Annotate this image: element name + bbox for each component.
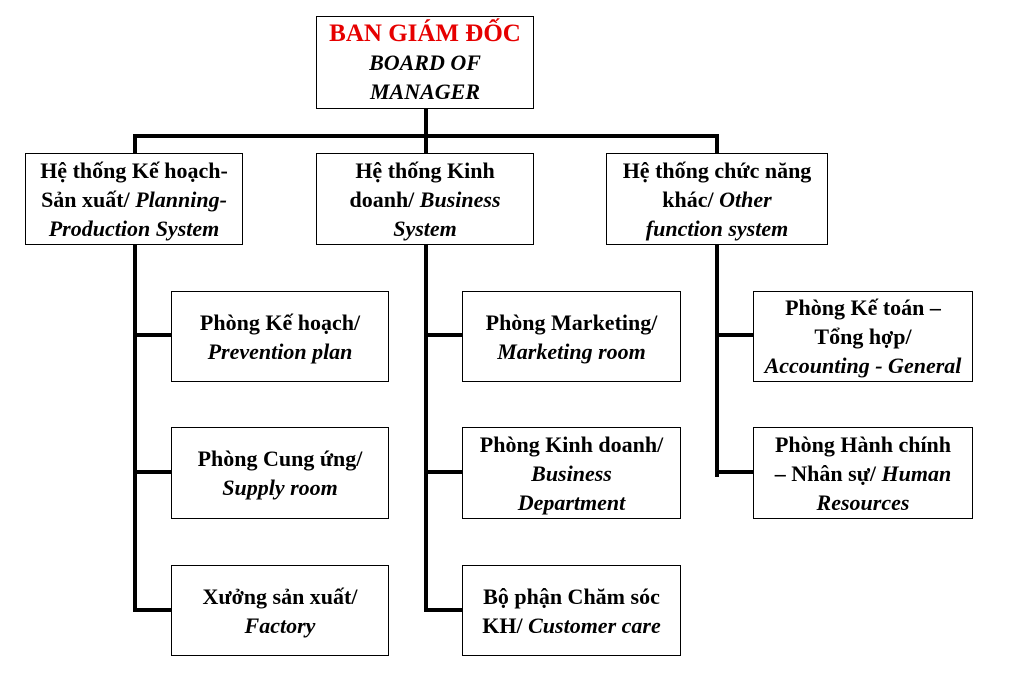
- system-label-line3: function system: [645, 215, 789, 241]
- board-of-manager-box: BAN GIÁM ĐỐC BOARD OF MANAGER: [316, 16, 534, 109]
- system-other-function-box: Hệ thống chức năng khác/ Other function …: [606, 153, 828, 245]
- system-label-line3: System: [393, 215, 457, 241]
- system-1-branch-1: [133, 333, 173, 337]
- dept-label-line2: Tổng hợp/: [814, 324, 912, 349]
- dept-label-line1: Phòng Marketing/: [485, 309, 658, 335]
- dept-label-line3: Department: [517, 489, 626, 515]
- system-3-branch-2: [715, 470, 755, 474]
- dept-factory-box: Xưởng sản xuất/ Factory: [171, 565, 389, 656]
- system-label-line1: Hệ thống Kinh: [355, 157, 495, 183]
- system-1-branch-2: [133, 470, 173, 474]
- system-3-branch-1: [715, 333, 755, 337]
- board-connector: [424, 108, 428, 138]
- system-label-line2-italic: Planning-: [135, 186, 227, 212]
- dept-business-box: Phòng Kinh doanh/ Business Department: [462, 427, 681, 519]
- system-2-branch-3: [424, 608, 464, 612]
- dept-planning-box: Phòng Kế hoạch/ Prevention plan: [171, 291, 389, 382]
- board-title-en-2: MANAGER: [369, 79, 481, 104]
- dept-supply-box: Phòng Cung ứng/ Supply room: [171, 427, 389, 519]
- dept-label-line2: Prevention plan: [207, 338, 353, 364]
- system-1-branch-3: [133, 608, 173, 612]
- dept-label-line3: Resources: [816, 489, 910, 515]
- board-title-en-1: BOARD OF: [369, 50, 481, 75]
- dept-label-line2: Marketing room: [497, 338, 646, 364]
- dept-label-line2-italic: Human: [881, 460, 952, 486]
- system-1-drop: [133, 134, 137, 155]
- dept-customer-care-box: Bộ phận Chăm sóc KH/ Customer care: [462, 565, 681, 656]
- dept-label-line3: Accounting - General: [764, 353, 962, 378]
- system-2-branch-1: [424, 333, 464, 337]
- board-title-vi: BAN GIÁM ĐỐC: [329, 20, 521, 47]
- system-2-spine: [424, 244, 428, 612]
- dept-label-line1: Phòng Kế hoạch/: [199, 309, 361, 335]
- system-label-line2-italic: Other: [719, 186, 772, 212]
- dept-marketing-box: Phòng Marketing/ Marketing room: [462, 291, 681, 382]
- system-2-branch-2: [424, 470, 464, 474]
- system-label-line1: Hệ thống Kế hoạch-: [40, 157, 228, 183]
- system-label-line1: Hệ thống chức năng: [622, 157, 812, 183]
- system-label-line2-italic: Business: [419, 186, 501, 212]
- dept-label-line2: Business: [531, 460, 612, 486]
- dept-hr-box: Phòng Hành chính – Nhân sự/ Human Resour…: [753, 427, 973, 519]
- dept-label-line1: Bộ phận Chăm sóc: [483, 583, 660, 609]
- system-label-line2: Sản xuất/: [41, 186, 136, 212]
- dept-accounting-box: Phòng Kế toán – Tổng hợp/ Accounting - G…: [753, 291, 973, 382]
- dept-label-line2: Supply room: [222, 475, 338, 500]
- system-1-spine: [133, 244, 137, 612]
- system-planning-production-box: Hệ thống Kế hoạch- Sản xuất/ Planning- P…: [25, 153, 243, 245]
- system-label-line2: doanh/: [349, 186, 420, 212]
- system-label-line3: Production System: [48, 215, 220, 241]
- dept-label-line1: Phòng Cung ứng/: [197, 446, 363, 471]
- dept-label-line1: Xưởng sản xuất/: [202, 583, 358, 609]
- system-label-line2: khác/: [662, 186, 720, 212]
- system-business-box: Hệ thống Kinh doanh/ Business System: [316, 153, 534, 245]
- system-2-drop: [424, 134, 428, 155]
- system-3-drop: [715, 134, 719, 155]
- dept-label-line2: – Nhân sự/: [774, 460, 882, 486]
- dept-label-line2: KH/: [482, 612, 529, 638]
- dept-label-line1: Phòng Hành chính: [774, 431, 952, 457]
- dept-label-line2: Factory: [244, 612, 316, 638]
- dept-label-line1: Phòng Kinh doanh/: [479, 431, 664, 457]
- dept-label-line1: Phòng Kế toán –: [785, 295, 941, 320]
- dept-label-line2-italic: Customer care: [528, 612, 661, 638]
- system-3-spine: [715, 244, 719, 477]
